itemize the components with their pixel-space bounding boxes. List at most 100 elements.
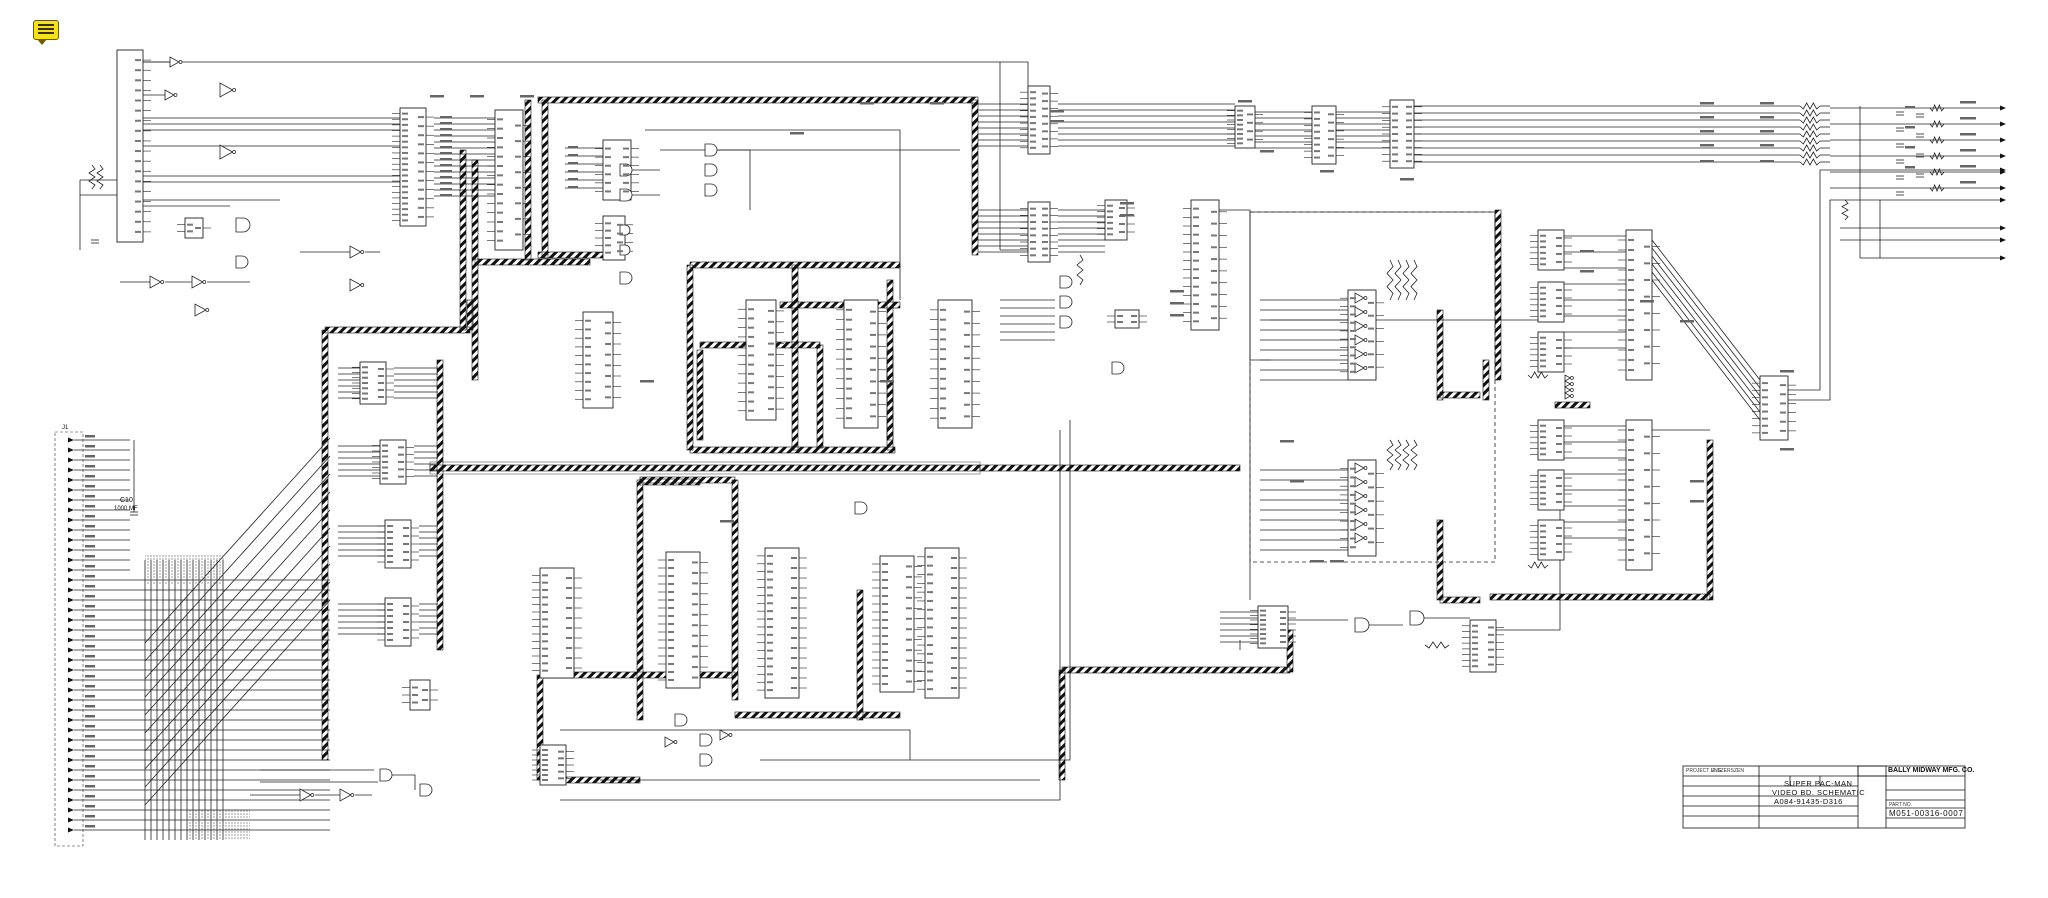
pin-label-mark xyxy=(1628,309,1634,311)
pin-label-mark xyxy=(791,637,797,639)
pin-label-mark xyxy=(497,193,503,195)
text-mark xyxy=(1960,149,1976,152)
diagonal-wire xyxy=(144,563,331,770)
gate-3b xyxy=(1059,275,1073,289)
pin-label-mark xyxy=(1042,107,1048,110)
pin-label-mark xyxy=(1042,145,1048,148)
passive-layer xyxy=(88,102,1945,649)
pin-label-mark xyxy=(1540,342,1546,345)
pin-label-mark xyxy=(1350,354,1356,357)
inverter-bubble xyxy=(1363,536,1368,540)
pin-label-mark xyxy=(1211,258,1217,261)
pin-label-mark xyxy=(1030,146,1036,149)
pin-label-mark xyxy=(402,157,408,160)
pin-label-mark xyxy=(1237,119,1243,121)
pin-label-mark xyxy=(1260,628,1266,631)
pin-label-mark xyxy=(748,372,754,375)
pin-label-mark xyxy=(558,770,564,773)
pin-label-mark xyxy=(1314,117,1320,120)
chip-layer xyxy=(54,49,1796,847)
text-mark xyxy=(1960,101,1976,104)
connector-pin-arrow xyxy=(68,697,74,703)
text-mark xyxy=(85,715,95,718)
pin-label-mark xyxy=(558,764,564,766)
text-mark xyxy=(85,755,95,758)
comment-icon[interactable] xyxy=(33,20,59,45)
pin-label-mark xyxy=(1406,126,1412,129)
output-resistor xyxy=(1799,102,1821,110)
pin-label-mark xyxy=(1350,305,1356,308)
chip-prom-big xyxy=(1190,199,1220,331)
pin-label-mark xyxy=(1644,345,1650,348)
pin-label-mark xyxy=(1392,160,1398,163)
pin-label-mark xyxy=(1628,539,1634,541)
pin-label-mark xyxy=(1644,502,1650,505)
pin-label-mark xyxy=(1540,530,1546,533)
chip-ls174-color xyxy=(1311,105,1337,165)
text-mark xyxy=(568,162,578,165)
pin-label-mark xyxy=(362,366,368,369)
pin-label-mark xyxy=(791,597,797,599)
pin-label-mark xyxy=(791,617,797,619)
text-mark xyxy=(1760,130,1774,133)
chip-prom-color xyxy=(1234,105,1256,149)
wire xyxy=(760,420,1071,761)
pin-label-mark xyxy=(1556,245,1562,247)
buffer-small xyxy=(1564,380,1572,388)
pin-label-mark xyxy=(767,618,773,621)
pin-label-mark xyxy=(668,655,674,657)
gate-2a-d xyxy=(339,788,352,802)
pin-label-mark xyxy=(1628,299,1634,301)
pin-label-mark xyxy=(768,364,774,367)
gate-1h xyxy=(854,501,868,515)
pin-label-mark xyxy=(882,587,888,589)
text-mark xyxy=(1690,480,1704,483)
buffer-chain-b xyxy=(1354,490,1365,502)
pin-label-mark xyxy=(1260,619,1266,621)
connector-pin-arrow xyxy=(68,727,74,733)
pin-label-mark xyxy=(668,631,674,633)
pin-label-mark xyxy=(418,197,424,200)
pin-label-mark xyxy=(882,643,888,645)
pin-label-mark xyxy=(1540,251,1546,254)
pin-label-mark xyxy=(951,587,957,589)
text-mark xyxy=(440,140,452,143)
pin-label-mark xyxy=(1628,329,1634,331)
pin-label-mark xyxy=(1472,653,1478,656)
text-mark xyxy=(440,146,452,149)
pin-label-mark xyxy=(1762,410,1768,413)
pin-label-mark xyxy=(768,309,774,312)
chip-ram-2kx8 xyxy=(494,109,524,251)
pin-label-mark xyxy=(1030,221,1036,223)
pin-label-mark xyxy=(1030,234,1036,237)
pin-label-mark xyxy=(542,764,548,766)
pin-label-mark xyxy=(791,687,797,689)
pin-label-mark xyxy=(387,603,393,605)
pin-label-mark xyxy=(1350,528,1356,531)
pin-label-mark xyxy=(1556,289,1562,291)
text-mark xyxy=(85,605,95,608)
text-mark xyxy=(568,154,578,157)
pin-label-mark xyxy=(768,375,774,378)
text-mark xyxy=(85,545,95,548)
output-series-resistor xyxy=(1929,135,1945,145)
pin-label-mark xyxy=(927,573,933,576)
pin-label-mark xyxy=(605,229,611,232)
pin-label-mark xyxy=(1644,435,1650,438)
connector-pin-arrow xyxy=(68,777,74,783)
connector-pin-arrow xyxy=(68,717,74,723)
chip-ls244 xyxy=(764,547,800,699)
pin-label-mark xyxy=(135,150,141,153)
bus-data-d-bottom xyxy=(734,711,901,719)
pin-label-mark xyxy=(497,239,503,242)
pin-label-block-bottom xyxy=(185,810,250,840)
output-resistor xyxy=(1799,151,1821,159)
pin-label-mark xyxy=(1107,227,1113,230)
pin-label-mark xyxy=(870,333,876,336)
text-mark xyxy=(1905,126,1915,129)
pin-label-mark xyxy=(846,387,852,390)
pin-label-mark xyxy=(566,657,572,659)
chip-video-ram-3 xyxy=(937,299,973,429)
text-mark xyxy=(568,170,578,173)
diagonal-wire xyxy=(144,581,331,788)
